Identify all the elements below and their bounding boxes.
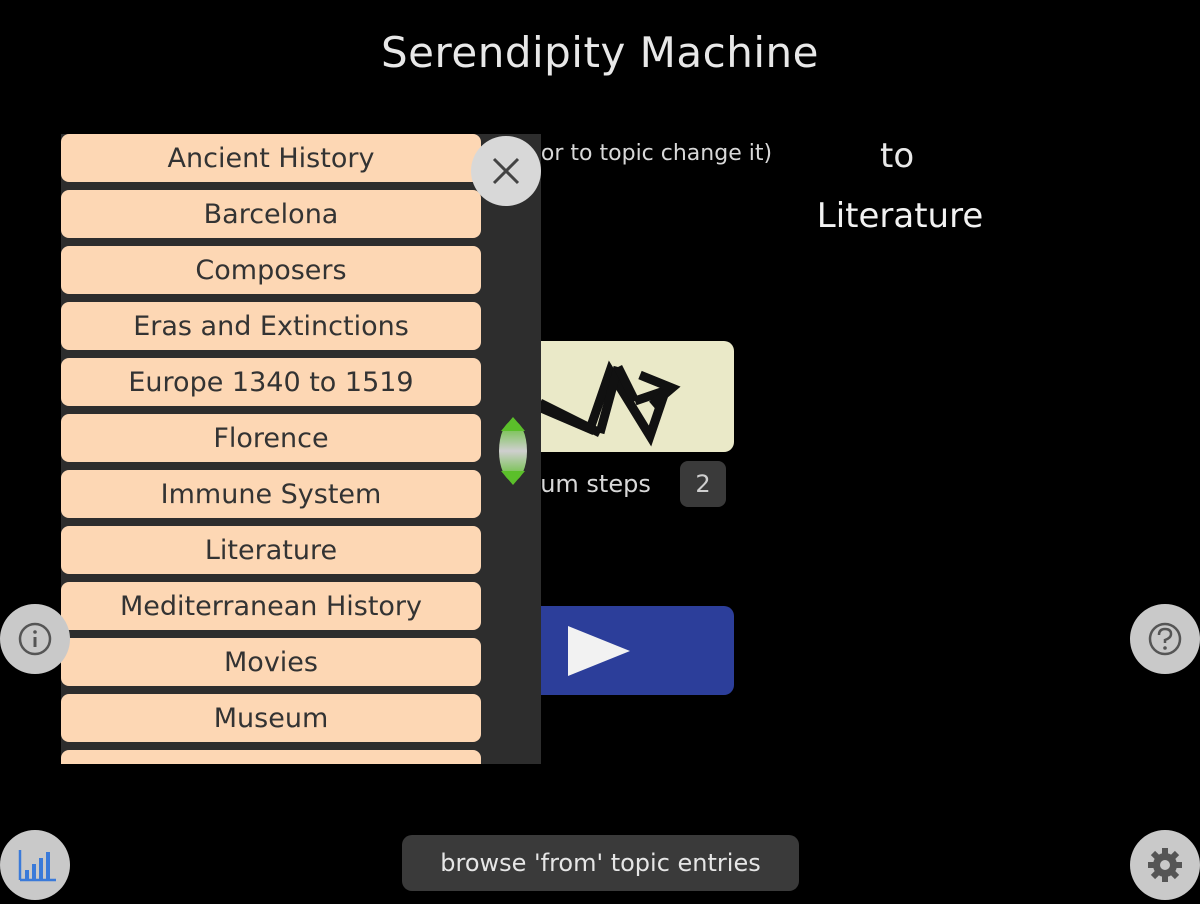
info-button[interactable]	[0, 604, 70, 674]
list-item[interactable]: Florence	[61, 414, 481, 462]
help-button[interactable]	[1130, 604, 1200, 674]
bar-chart-icon	[18, 850, 56, 882]
list-item[interactable]	[61, 750, 481, 764]
list-item[interactable]: Literature	[61, 526, 481, 574]
list-item[interactable]: Movies	[61, 638, 481, 686]
zigzag-arrow-icon	[518, 360, 681, 447]
info-icon	[18, 622, 52, 656]
list-item[interactable]: Composers	[61, 246, 481, 294]
play-icon	[568, 626, 630, 676]
list-item[interactable]: Eras and Extinctions	[61, 302, 481, 350]
steps-value[interactable]: 2	[680, 461, 726, 507]
list-item[interactable]: Ancient History	[61, 134, 481, 182]
to-topic-value[interactable]: Literature	[816, 196, 984, 236]
close-icon	[492, 157, 520, 185]
browse-from-topics-button[interactable]: browse 'from' topic entries	[402, 835, 799, 891]
list-item[interactable]: Museum	[61, 694, 481, 742]
topic-list: Ancient History Barcelona Composers Eras…	[61, 134, 481, 764]
list-item[interactable]: Immune System	[61, 470, 481, 518]
to-label: to	[880, 136, 915, 176]
list-item[interactable]: Europe 1340 to 1519	[61, 358, 481, 406]
scroll-handle[interactable]	[497, 415, 529, 491]
list-item[interactable]: Mediterranean History	[61, 582, 481, 630]
instruction-text: n or to topic change it)	[520, 141, 773, 166]
stats-button[interactable]	[0, 830, 70, 900]
list-item[interactable]: Barcelona	[61, 190, 481, 238]
settings-button[interactable]	[1130, 830, 1200, 900]
app-title: Serendipity Machine	[381, 28, 819, 77]
steps-label: num steps	[525, 470, 651, 498]
scroll-handle-icon	[499, 417, 527, 485]
topic-list-panel: Ancient History Barcelona Composers Eras…	[61, 134, 541, 764]
close-list-button[interactable]	[471, 136, 541, 206]
help-icon	[1148, 622, 1182, 656]
gear-icon	[1148, 848, 1182, 882]
